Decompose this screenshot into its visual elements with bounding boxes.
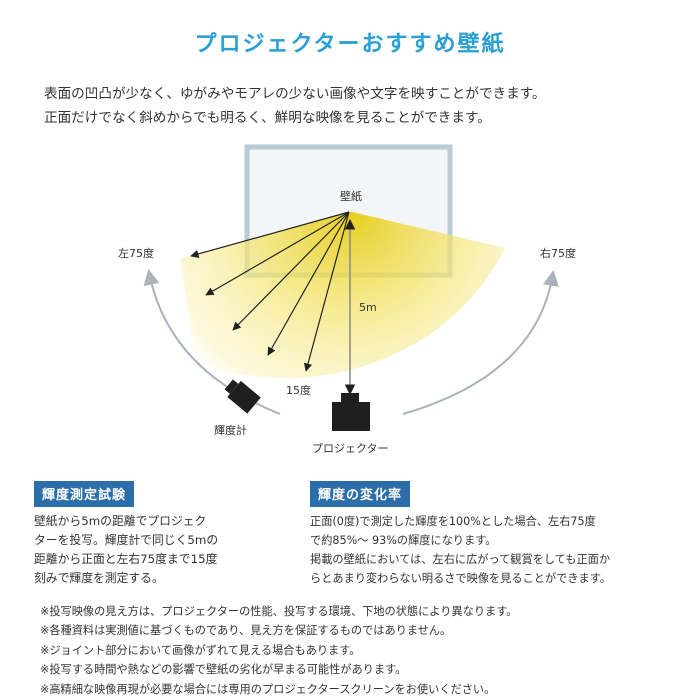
meter-label: 輝度計 (214, 423, 247, 437)
page-title: プロジェクターおすすめ壁紙 (194, 32, 506, 57)
step-angle-label: 15度 (286, 383, 311, 397)
section-line: 正面(0度)で測定した輝度を100%とした場合、左右75度 (310, 515, 596, 528)
left-angle-label: 左75度 (118, 246, 154, 260)
section-heading: 輝度測定試験 (34, 481, 135, 507)
intro-line: 正面だけでなく斜めからでも明るく、鮮明な映像を見ることができます。 (44, 110, 491, 126)
luminance-test-section: 輝度測定試験 壁紙から5mの距離でプロジェク ターを投写。輝度計で同じく5mの … (34, 481, 290, 588)
section-line: 刻みで輝度を測定する。 (34, 571, 164, 585)
measurement-arrow (267, 211, 350, 356)
section-line: 掲載の壁紙においては、左右に広がって観賞をしても正面か (310, 553, 611, 566)
footnote: ※高精細な映像再現が必要な場合には専用のプロジェクタースクリーンをお使いください… (40, 682, 496, 696)
section-line: 距離から正面と左右75度まで15度 (34, 552, 218, 566)
right-angle-label: 右75度 (540, 246, 576, 260)
footnote: ※投写映像の見え方は、プロジェクターの性能、投写する環境、下地の状態により異なり… (40, 605, 518, 618)
footnote: ※ジョイント部分において画像がずれて見える場合もあります。 (40, 643, 361, 657)
light-fan (180, 212, 505, 379)
section-line: ターを投写。輝度計で同じく5mの (34, 533, 219, 547)
section-line: 壁紙から5mの距離でプロジェク (34, 514, 207, 528)
footnote: ※各種資料は実測値に基づくものであり、見え方を保証するものではありません。 (40, 624, 452, 638)
section-line: で約85%〜 93%の輝度になります。 (310, 534, 497, 547)
luminance-change-section: 輝度の変化率 正面(0度)で測定した輝度を100%とした場合、左右75度 で約8… (310, 481, 680, 588)
measurement-arrow (205, 211, 350, 296)
section-body: 壁紙から5mの距離でプロジェク ターを投写。輝度計で同じく5mの 距離から正面と… (34, 512, 290, 588)
section-heading: 輝度の変化率 (310, 481, 411, 507)
footnotes: ※投写映像の見え方は、プロジェクターの性能、投写する環境、下地の状態により異なり… (40, 602, 680, 699)
distance-label: 5m (359, 301, 377, 314)
luminance-meter-icon (224, 379, 261, 414)
measurement-arrow (190, 211, 350, 259)
section-body: 正面(0度)で測定した輝度を100%とした場合、左右75度 で約85%〜 93%… (310, 512, 680, 588)
measurement-arrow (232, 211, 350, 331)
measurement-arrow (303, 211, 350, 372)
projector-icon (332, 393, 370, 431)
wall-label: 壁紙 (340, 189, 362, 203)
footnote: ※投写する時間や熱などの影響で壁紙の劣化が早まる可能性があります。 (40, 663, 407, 677)
measurement-arc (402, 269, 559, 415)
section-line: らとあまり変わらない明るさで映像を見ることができます。 (310, 572, 611, 585)
intro-text: 表面の凹凸が少なく、ゆがみやモアレの少ない画像や文字を映すことができます。 正面… (44, 82, 674, 130)
intro-line: 表面の凹凸が少なく、ゆがみやモアレの少ない画像や文字を映すことができます。 (44, 86, 546, 102)
measurement-diagram: 壁紙 5m 左75度 右75度 15度 輝度計 プロジェクター (118, 144, 576, 455)
projector-label: プロジェクター (312, 442, 389, 455)
